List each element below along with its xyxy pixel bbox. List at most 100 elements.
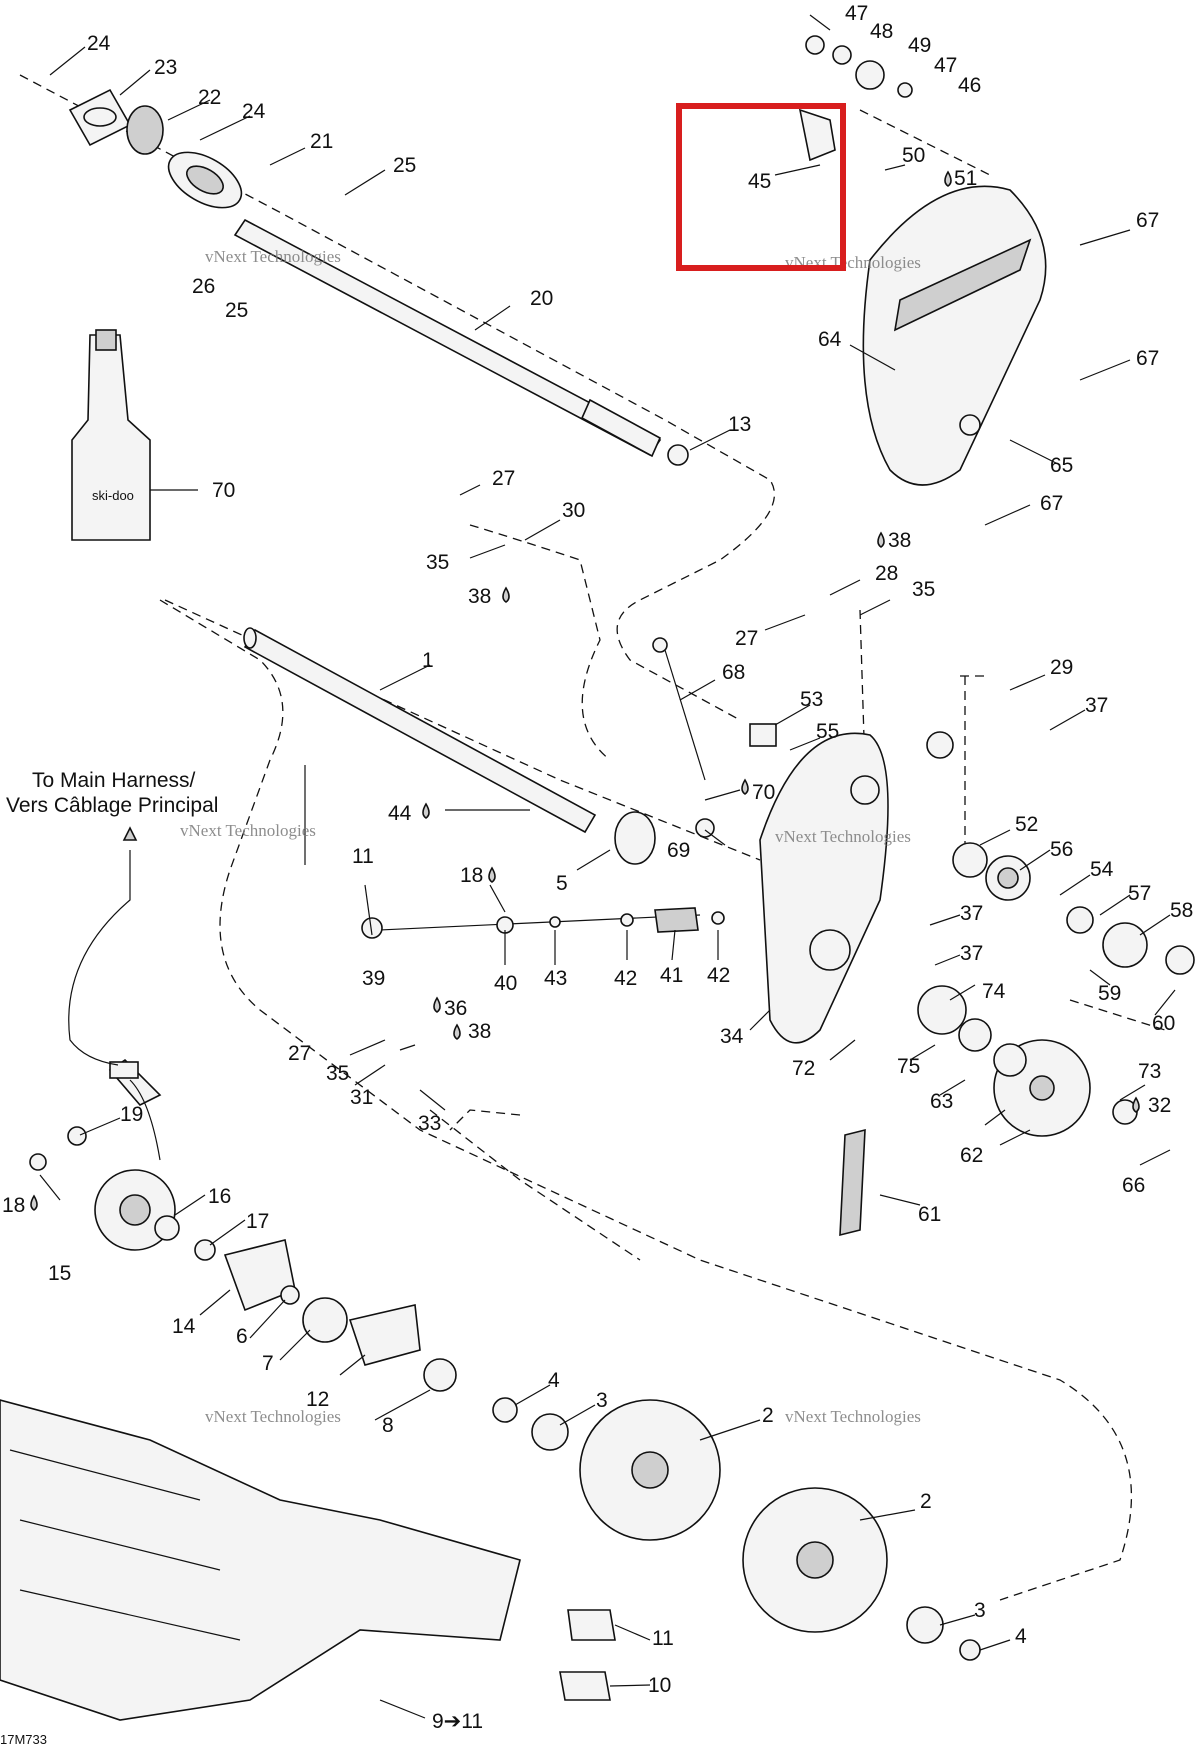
bottle-brand-label: ski-doo [92,488,134,503]
callout: 50 [902,144,925,167]
callout: 12 [306,1388,329,1411]
callout: 37 [960,942,983,965]
chaincase-housing [749,723,889,1044]
harness-connector [68,826,161,1161]
callout: 11 [652,1627,674,1650]
callout: 69 [667,839,690,862]
callout: 74 [982,980,1006,1003]
callout: 33 [418,1112,441,1135]
callout: 57 [1128,882,1151,905]
oil-drop-icon [422,802,430,819]
harness-note-line-2: Vers Câblage Principal [6,794,218,817]
oil-drop-icon [30,1194,38,1211]
callout: 63 [930,1090,953,1113]
drive-shaft [243,627,656,865]
callout: 3 [974,1599,986,1622]
callout: 45 [748,170,771,193]
callout: 37 [1085,694,1108,717]
callout: 70 [752,781,775,804]
callout: 8 [382,1414,394,1437]
callout: 37 [960,902,983,925]
oil-drop-icon [1132,1096,1140,1113]
drive-sprockets [579,1399,981,1661]
callout: 46 [958,74,981,97]
watermark: vNext Technologies [180,821,316,840]
callout: 41 [660,964,683,987]
callout: 61 [918,1203,941,1226]
callout: 52 [1015,813,1038,836]
watermark: vNext Technologies [775,827,911,846]
track-section [0,1399,521,1721]
oil-drop-icon [433,996,441,1013]
callout: 27 [492,467,515,490]
callout: 47 [845,2,868,25]
callout: 75 [897,1055,920,1078]
callout: 66 [1122,1174,1145,1197]
callout: 31 [350,1086,373,1109]
callout: 53 [800,688,823,711]
callout: 11 [352,845,374,868]
callout: 28 [875,562,898,585]
tensioner-assembly [361,637,725,939]
oil-drop-icon [741,778,749,795]
assembly-dashed-lines [19,74,1166,1601]
callout: 65 [1050,454,1073,477]
drawing-reference: 17M733 [0,1732,47,1747]
callout: 25 [225,299,248,322]
oil-drop-icon [488,866,496,883]
callout: 70 [212,479,235,502]
callout: 27 [288,1042,311,1065]
watermarks: vNext Technologies vNext Technologies vN… [180,247,921,1426]
callout: 62 [960,1144,983,1167]
oil-drop-icon [944,170,952,187]
callout: 20 [530,287,553,310]
callout: 30 [562,499,585,522]
callout: 68 [722,661,745,684]
callout: 42 [707,964,730,987]
callout: 35 [326,1062,349,1085]
highlight-box [676,103,846,271]
callout: 35 [426,551,449,574]
callout: 38 [468,1020,491,1043]
callout: 24 [242,100,266,123]
callout: 67 [1136,347,1159,370]
callout: 54 [1090,858,1114,881]
callout: 2 [762,1404,774,1427]
callout: 13 [728,413,751,436]
callout: 51 [954,167,977,190]
callout: 26 [192,275,215,298]
callout: 44 [388,802,412,825]
callout: 58 [1170,899,1193,922]
callout: 6 [236,1325,248,1348]
callout: 35 [912,578,935,601]
callout: 18 [2,1194,25,1217]
callout: 39 [362,967,385,990]
callout: 27 [735,627,758,650]
callout: 73 [1138,1060,1161,1083]
callout: 38 [888,529,911,552]
track-clips [559,1609,616,1701]
oil-drop-icon [453,1023,461,1040]
callout: 60 [1152,1012,1175,1035]
callout: 59 [1098,982,1121,1005]
callout: 4 [548,1369,560,1392]
callout: 40 [494,972,517,995]
callout: 17 [246,1210,269,1233]
callout: 18 [460,864,483,887]
callout-leaders [39,14,1176,1719]
callout: 19 [120,1103,143,1126]
callout: 3 [596,1389,608,1412]
callout: 1 [422,649,434,672]
callout: 23 [154,56,177,79]
oil-drop-icon [877,531,885,548]
callout: 55 [816,720,839,743]
watermark: vNext Technologies [205,1407,341,1426]
callout: 22 [198,86,221,109]
callout: 10 [648,1674,671,1697]
callout: 24 [87,32,111,55]
callout: 14 [172,1315,196,1338]
callout: 72 [792,1057,815,1080]
watermark: vNext Technologies [205,247,341,266]
gear-stack [839,731,1195,1237]
